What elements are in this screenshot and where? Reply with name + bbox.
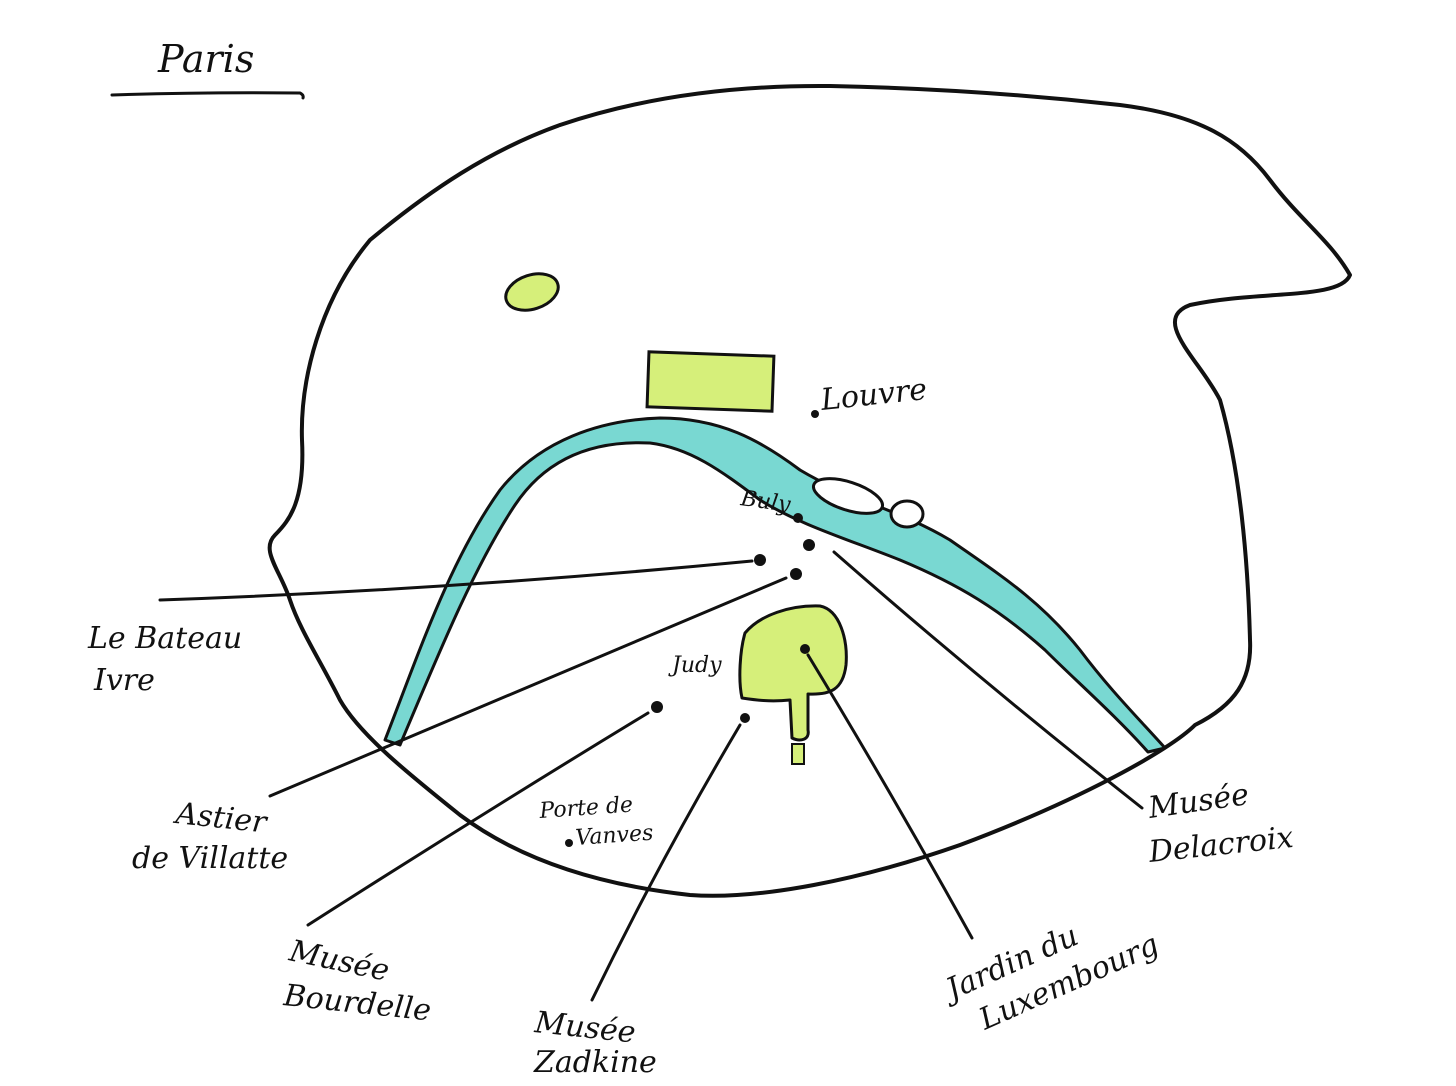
leader-musee-delacroix (832, 550, 1144, 810)
label-zadkine-1: Musée (532, 1005, 637, 1050)
luxembourg-dot (800, 644, 810, 654)
label-delacroix-1: Musée (1145, 777, 1251, 826)
label-astier-2: de Villatte (132, 841, 288, 876)
buly-dot (793, 513, 803, 523)
label-astier-1: Astier (171, 796, 270, 841)
leader-astier-de-villatte (268, 576, 788, 798)
park-luxembourg-tail (791, 743, 805, 765)
delacroix-dot (803, 539, 815, 551)
label-bourdelle-2: Bourdelle (281, 978, 433, 1028)
park-tuileries (645, 350, 776, 413)
leader-musee-zadkine (590, 723, 742, 1002)
leader-jardin-du-luxembourg (806, 653, 974, 940)
porte-de-vanves-dot (565, 839, 573, 847)
title-underline (110, 91, 305, 100)
label-porte-de-vanves-2: Vanves (575, 821, 654, 851)
ile-de-la-cite (811, 477, 885, 515)
bateau-ivre-dot (754, 554, 766, 566)
park-parc-monceau (504, 272, 560, 312)
ile-saint-louis (889, 499, 925, 529)
louvre-dot (811, 410, 819, 418)
label-porte-de-vanves-1: Porte de (538, 793, 634, 825)
city-boundary (267, 83, 1352, 898)
label-zadkine-2: Zadkine (533, 1045, 657, 1080)
label-le-bateau-ivre-1: Le Bateau (87, 621, 242, 656)
astier-dot (790, 568, 802, 580)
leader-le-bateau-ivre (158, 559, 754, 602)
label-le-bateau-ivre-2: Ivre (93, 663, 155, 698)
label-delacroix-2: Delacroix (1146, 820, 1295, 870)
zadkine-dot (740, 713, 750, 723)
seine-river (383, 416, 1167, 754)
park-jardin-du-luxembourg (738, 604, 848, 742)
label-louvre: Louvre (818, 372, 928, 418)
bourdelle-dot (651, 701, 663, 713)
label-judy: Judy (668, 653, 722, 678)
map-title: Paris (157, 37, 254, 81)
leader-musee-bourdelle (306, 711, 650, 927)
